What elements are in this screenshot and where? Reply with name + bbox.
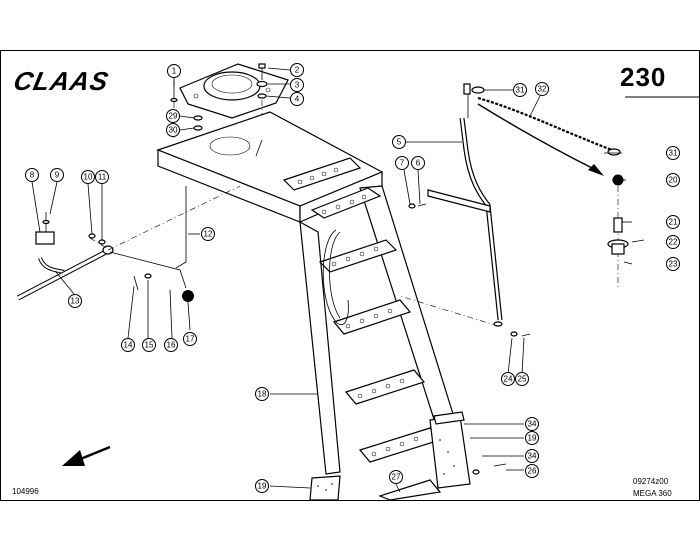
- step-frame: [156, 111, 459, 475]
- svg-text:26: 26: [528, 467, 537, 476]
- lower-hardware: [399, 203, 531, 475]
- callout-30: 30: [166, 123, 180, 137]
- sheet-border: [0, 50, 700, 501]
- svg-text:23: 23: [669, 260, 678, 269]
- callout-23: 23: [666, 257, 680, 271]
- callout-25: 25: [515, 372, 529, 386]
- arrow-icon: [62, 445, 111, 466]
- svg-text:1: 1: [172, 67, 177, 76]
- callout-32: 32: [535, 82, 549, 96]
- callout-2: 2: [290, 63, 304, 77]
- handrail: [427, 83, 503, 327]
- callout-7: 7: [395, 156, 409, 170]
- svg-text:20: 20: [669, 176, 678, 185]
- svg-text:25: 25: [518, 375, 527, 384]
- svg-text:17: 17: [186, 335, 195, 344]
- svg-text:30: 30: [169, 126, 178, 135]
- callout-1: 1: [167, 64, 181, 78]
- svg-text:21: 21: [669, 218, 678, 227]
- svg-text:6: 6: [416, 159, 421, 168]
- callout-11: 11: [95, 170, 109, 184]
- callout-8: 8: [25, 168, 39, 182]
- drawing-reference-left: 104996: [12, 487, 39, 496]
- callout-21: 21: [666, 215, 680, 229]
- callout-19b: 19: [525, 431, 539, 445]
- callout-16: 16: [164, 338, 178, 352]
- callout-6: 6: [411, 156, 425, 170]
- svg-text:29: 29: [169, 112, 178, 121]
- callout-3: 3: [290, 78, 304, 92]
- svg-text:4: 4: [295, 95, 300, 104]
- svg-text:31: 31: [516, 86, 525, 95]
- page-number: 230: [620, 62, 667, 92]
- callout-5: 5: [392, 135, 406, 149]
- svg-text:22: 22: [669, 238, 678, 247]
- leader-lines: [31, 67, 633, 493]
- callout-27: 27: [389, 470, 403, 484]
- svg-text:8: 8: [30, 171, 35, 180]
- callout-31b: 31: [666, 146, 680, 160]
- callout-24: 24: [501, 372, 515, 386]
- svg-text:14: 14: [124, 341, 133, 350]
- callout-34b: 34: [525, 449, 539, 463]
- callout-20: 20: [666, 173, 680, 187]
- bottom-plates: [309, 411, 471, 501]
- svg-text:31: 31: [669, 149, 678, 158]
- svg-text:7: 7: [400, 159, 405, 168]
- svg-text:27: 27: [392, 473, 401, 482]
- callout-22: 22: [666, 235, 680, 249]
- callout-34a: 34: [525, 417, 539, 431]
- svg-text:16: 16: [167, 341, 176, 350]
- mounting-flange: [179, 63, 289, 119]
- svg-text:5: 5: [397, 138, 402, 147]
- svg-text:18: 18: [258, 390, 267, 399]
- tread-holes: [297, 167, 419, 457]
- callout-13: 13: [68, 294, 82, 308]
- svg-text:32: 32: [538, 85, 547, 94]
- drawing-reference-code: 09274z00: [633, 477, 669, 486]
- callout-14: 14: [121, 338, 135, 352]
- svg-text:2: 2: [295, 66, 300, 75]
- svg-text:12: 12: [204, 230, 213, 239]
- callout-31a: 31: [513, 83, 527, 97]
- callout-17: 17: [183, 332, 197, 346]
- callout-9: 9: [50, 168, 64, 182]
- svg-text:15: 15: [145, 341, 154, 350]
- svg-text:10: 10: [84, 173, 93, 182]
- pin-assembly: [607, 174, 645, 290]
- svg-text:34: 34: [528, 452, 537, 461]
- svg-text:34: 34: [528, 420, 537, 429]
- svg-text:11: 11: [98, 173, 107, 182]
- left-hardware: [16, 185, 241, 302]
- callout-10: 10: [81, 170, 95, 184]
- svg-text:9: 9: [55, 171, 60, 180]
- machine-model-label: MEGA 360: [633, 489, 672, 498]
- svg-text:13: 13: [71, 297, 80, 306]
- chain: [471, 86, 621, 176]
- callout-19a: 19: [255, 479, 269, 493]
- callout-15: 15: [142, 338, 156, 352]
- callout-29: 29: [166, 109, 180, 123]
- svg-text:24: 24: [504, 375, 513, 384]
- callout-4: 4: [290, 92, 304, 106]
- callout-12: 12: [201, 227, 215, 241]
- callout-26: 26: [525, 464, 539, 478]
- callout-18: 18: [255, 387, 269, 401]
- svg-text:19: 19: [258, 482, 267, 491]
- svg-text:19: 19: [528, 434, 537, 443]
- svg-text:3: 3: [295, 81, 300, 90]
